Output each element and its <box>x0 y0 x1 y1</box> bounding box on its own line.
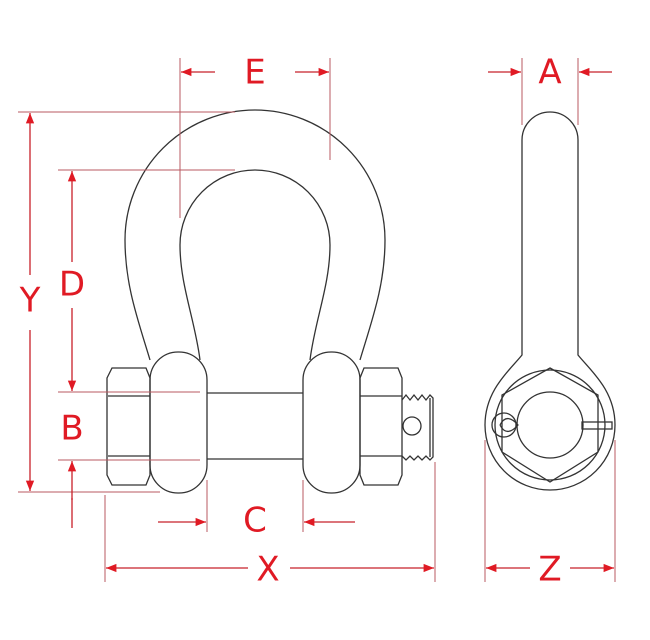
pin-thread <box>401 393 434 461</box>
dimension-E: E <box>179 53 331 218</box>
right-eye <box>302 351 361 494</box>
label-E: E <box>244 53 265 93</box>
label-Z: Z <box>538 550 561 590</box>
cotter-pin <box>491 412 613 438</box>
dimension-Z: Z <box>484 440 616 590</box>
left-eye <box>149 351 208 494</box>
dimension-B: B <box>58 391 200 528</box>
shackle-side-view <box>484 111 616 491</box>
shackle-front-view <box>106 109 434 494</box>
label-D: D <box>59 265 85 305</box>
bow-inner <box>179 169 331 361</box>
dimension-D: D <box>58 169 235 391</box>
label-Y: Y <box>19 281 41 321</box>
dimension-Y: Y <box>18 111 235 493</box>
label-A: A <box>538 53 561 93</box>
label-B: B <box>60 409 83 449</box>
bow-outer <box>124 109 386 361</box>
dimension-C: C <box>158 480 355 541</box>
dimension-X: X <box>104 462 436 590</box>
left-nut <box>106 367 151 486</box>
label-X: X <box>256 550 279 590</box>
right-nut <box>359 367 403 486</box>
label-C: C <box>243 501 267 541</box>
dimension-A: A <box>488 53 612 125</box>
